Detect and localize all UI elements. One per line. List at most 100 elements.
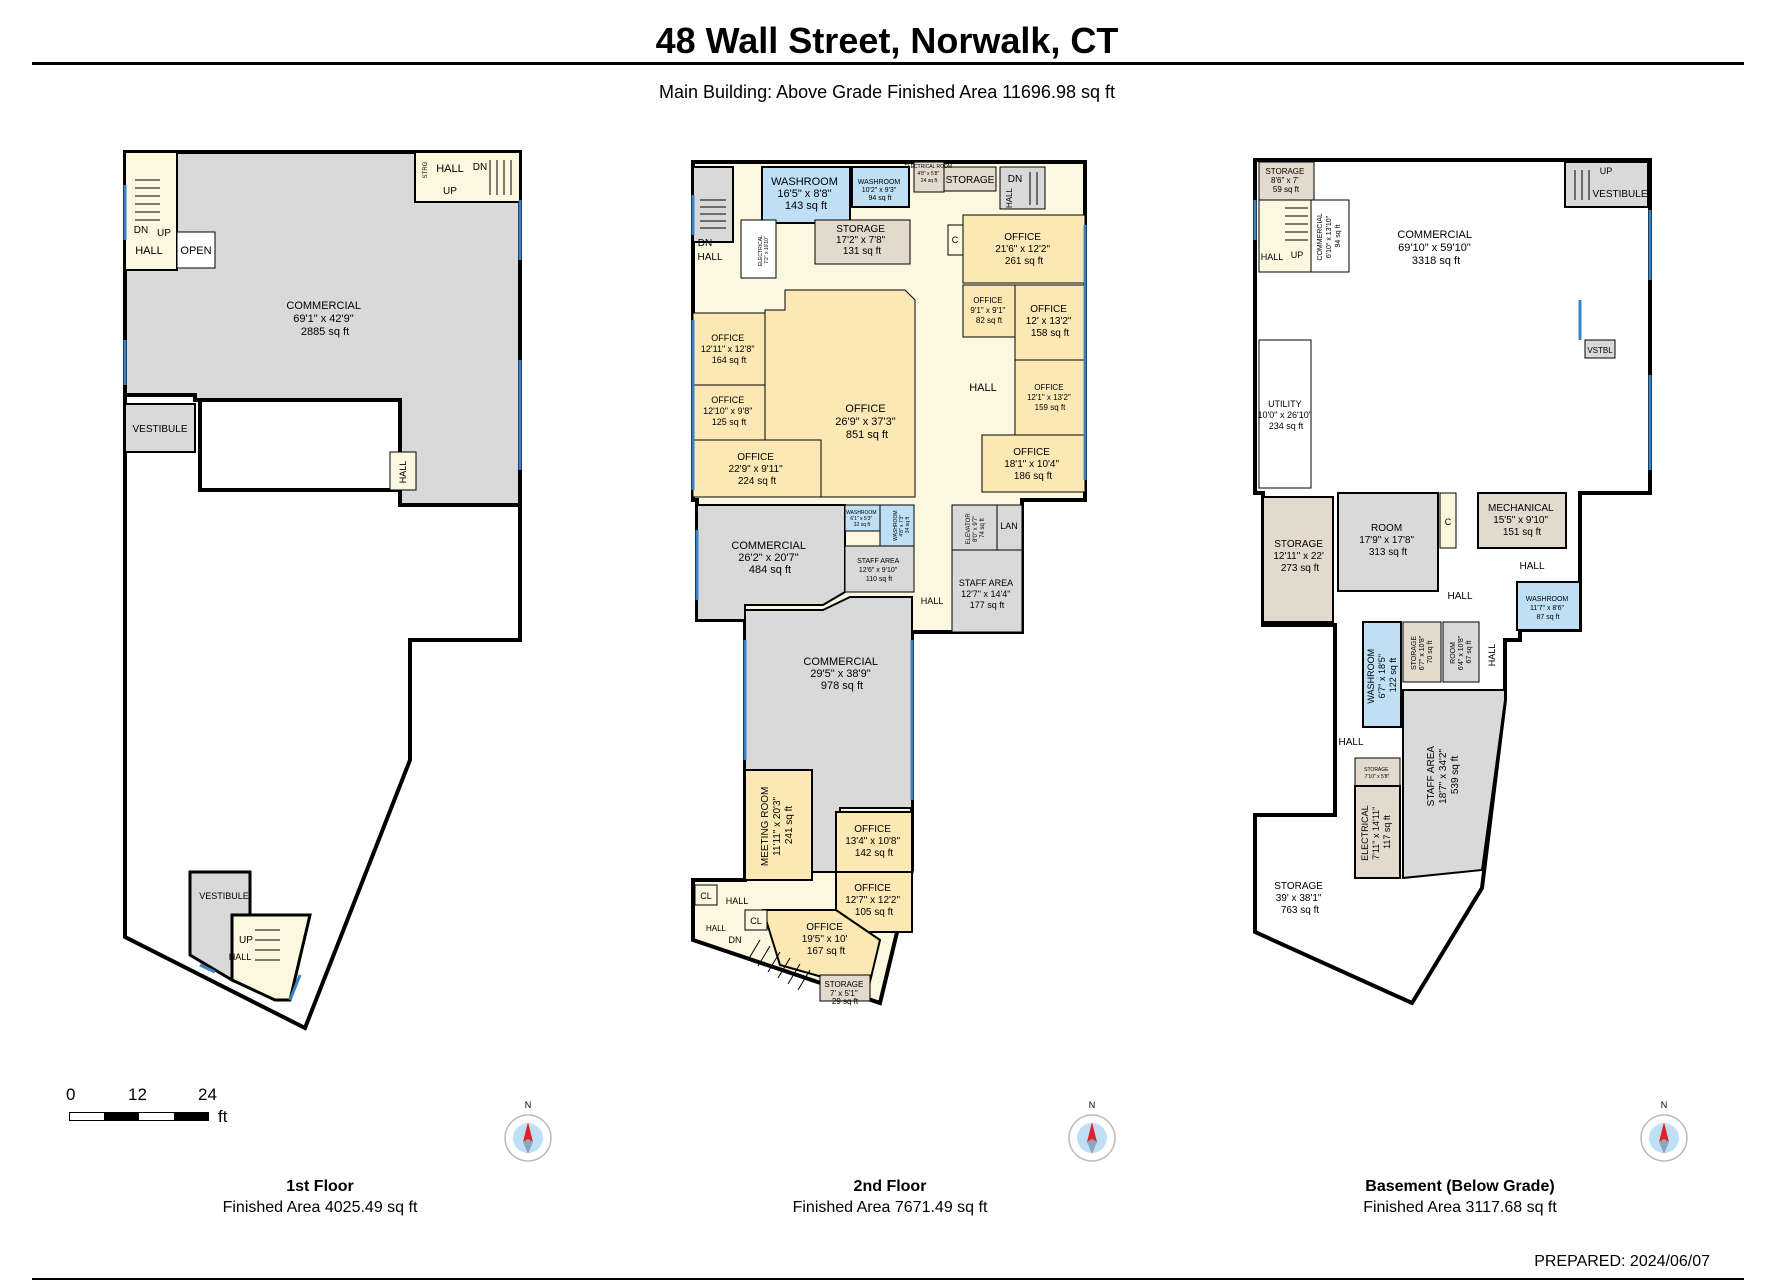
floor-2-cl-2-label: CL <box>750 916 762 926</box>
compass-floor-2: N <box>1066 1100 1118 1164</box>
basement-up1-label: UP <box>1291 250 1304 260</box>
basement-staff-area <box>1402 689 1506 880</box>
title-divider-top <box>32 62 1744 65</box>
floor-2-office-k-label: OFFICE 12'7" x 12'2" 105 sq ft <box>845 883 903 918</box>
floor-2-c-label: C <box>952 235 959 245</box>
floor-1-hall-s-label: HALL <box>229 952 252 962</box>
scale-bar-graphic <box>69 1112 209 1121</box>
scale-tick-0: 0 <box>66 1085 76 1104</box>
basement-storage-3-label: STORAGE 7'10" x 5'8" <box>1364 767 1390 780</box>
page-title: 48 Wall Street, Norwalk, CT <box>655 20 1119 61</box>
basement-washroom-2-label: WASHROOM 6'7" x 18'5" 122 sq ft <box>1366 646 1398 703</box>
floor-2-commercial-2-label: COMMERCIAL 29'5" x 38'9" 978 sq ft <box>803 656 880 692</box>
floor-1-area: Finished Area 4025.49 sq ft <box>222 1199 418 1216</box>
floor-2-office-a-label: OFFICE 21'6" x 12'2" 261 sq ft <box>995 232 1053 267</box>
floor-2-hall-ne-label: HALL <box>1005 187 1014 208</box>
floor-2-electrical-1 <box>740 219 777 279</box>
floor-1-hall-nw <box>124 151 178 271</box>
floor-2-office-f-label: OFFICE 22'9" x 9'11" 224 sq ft <box>729 452 786 487</box>
floor-1-open <box>176 231 216 269</box>
floor-2-commercial-1-label: COMMERCIAL 26'2" x 20'7" 484 sq ft <box>731 540 808 576</box>
floor-2-washroom-3 <box>844 504 881 532</box>
floor-1-vestibule-w <box>124 403 196 453</box>
floor-2-washroom-3-label: WASHROOM 6'1" x 5'3" 32 sq ft <box>846 510 878 528</box>
basement-storage-2-label: STORAGE 6'7" x 10'8" 70 sq ft <box>1411 634 1434 670</box>
floor-2-office-j <box>835 811 913 873</box>
floor-1-up2-label: UP <box>443 186 457 197</box>
floor-2-c-closet <box>947 224 964 256</box>
basement-utility <box>1258 339 1312 489</box>
floor-2-hall-south-label: HALL <box>921 596 944 606</box>
floor-2-office-a <box>962 214 1086 284</box>
basement-electrical <box>1354 785 1401 879</box>
basement-plan: STORAGE 8'6" x 7' 59 sq ft UP HALL COMME… <box>1253 158 1652 1006</box>
floor-2-office-c <box>1014 284 1086 361</box>
basement-storage-s-label: STORAGE 39' x 38'1" 763 sq ft <box>1274 881 1326 916</box>
floor-2-office-d-label: OFFICE 12'11" x 12'8" 164 sq ft <box>701 333 757 365</box>
floor-2-meeting-room-label: MEETING ROOM 11'11" x 20'3" 241 sq ft <box>760 784 795 866</box>
basement-c-label: C <box>1445 517 1452 527</box>
basement-room-1 <box>1337 492 1439 592</box>
floor-2-office-c-label: OFFICE 12' x 13'2" 158 sq ft <box>1026 304 1075 339</box>
floor-1-windows <box>123 185 522 1001</box>
basement-mechanical <box>1477 492 1567 549</box>
floor-1-caption: 1st Floor Finished Area 4025.49 sq ft <box>180 1176 460 1218</box>
basement-stairs <box>1285 170 1590 241</box>
floor-1-hall-s <box>230 913 312 1002</box>
floor-2-washroom-1 <box>761 166 851 224</box>
compass-n-label: N <box>1660 1100 1668 1110</box>
floor-1-vestibule-w-label: VESTIBULE <box>132 424 187 435</box>
floor-2-storage-top <box>943 166 997 192</box>
floor-2-storage-1 <box>814 219 911 265</box>
floor-2-staff-area-1-label: STAFF AREA 12'6" x 9'10" 110 sq ft <box>857 558 901 583</box>
compass-floor-1: N <box>502 1100 554 1164</box>
floor-2-office-e-label: OFFICE 12'10" x 9'8" 125 sq ft <box>703 395 755 427</box>
floor-1-vestibule-s-label: VESTIBULE <box>199 891 249 901</box>
floor-1-outline <box>123 393 522 1031</box>
floor-2-electrical-room <box>913 161 945 193</box>
prepared-date: PREPARED: 2024/06/07 <box>1534 1253 1710 1270</box>
basement-vstbl-label: VSTBL <box>1587 346 1613 355</box>
floor-1-up3-label: UP <box>239 935 253 946</box>
basement-storage-w-label: STORAGE 12'11" x 22' 273 sq ft <box>1273 539 1326 574</box>
basement-windows <box>1253 200 1652 470</box>
basement-area: Finished Area 3117.68 sq ft <box>1363 1199 1557 1216</box>
basement-vestibule-label: VESTIBULE <box>1592 189 1647 200</box>
floor-2-meeting-room <box>744 769 813 881</box>
basement-room-2-label: ROOM 6'4" x 10'8" 67 sq ft <box>1450 634 1473 670</box>
floor-2-lan <box>996 504 1023 551</box>
floor-2-office-d <box>692 312 766 386</box>
floor-2-staff-area-2 <box>951 549 1023 633</box>
floor-2-office-i <box>981 434 1086 493</box>
basement-washroom-1 <box>1516 581 1581 631</box>
floor-2-caption: 2nd Floor Finished Area 7671.49 sq ft <box>750 1176 1030 1218</box>
basement-hall-c-label: HALL <box>1447 591 1472 602</box>
floor-2-hall-sw1-label: HALL <box>726 896 749 906</box>
compass-n-label: N <box>524 1100 532 1110</box>
floor-2-staff-area-1 <box>844 545 915 593</box>
floor-2-office-b-label: OFFICE 9'1" x 9'1" 82 sq ft <box>970 296 1007 325</box>
floor-2-washroom-2-label: WASHROOM 10'2" x 9'3" 94 sq ft <box>858 179 902 202</box>
floor-1-plan: COMMERCIAL 69'1" x 42'9" 2885 sq ft HALL… <box>123 150 522 1031</box>
floor-1-up-label: UP <box>157 228 171 239</box>
floor-2-dn-c-label: DN <box>729 935 742 945</box>
basement-name: Basement (Below Grade) <box>1365 1178 1555 1195</box>
floor-2-plan: WASHROOM 16'5" x 8'8" 143 sq ft WASHROOM… <box>691 160 1087 1006</box>
floor-1-dn-label: DN <box>134 225 148 236</box>
floor-1-name: 1st Floor <box>286 1178 354 1195</box>
floor-2-cl-1 <box>694 884 718 906</box>
floor-1-hall-ne-label: HALL <box>436 163 464 175</box>
compass-icon <box>504 1114 552 1162</box>
floor-2-office-l-label: OFFICE 19'5" x 10' 167 sq ft <box>802 922 851 957</box>
floor-2-office-g <box>764 289 916 498</box>
floor-2-elevator <box>951 504 998 551</box>
floor-1-dn2-label: DN <box>473 162 487 173</box>
floor-2-storage-top-label: STORAGE <box>946 175 995 186</box>
floor-2-hall-center-label: HALL <box>969 382 997 394</box>
floor-2-dn-a-label: DN <box>698 238 712 249</box>
floor-2-name: 2nd Floor <box>853 1178 927 1195</box>
floor-1-commercial-area <box>123 150 522 507</box>
basement-storage-2 <box>1402 621 1442 683</box>
basement-staff-area-label: STAFF AREA 18'7" x 34'2" 539 sq ft <box>1426 744 1461 807</box>
